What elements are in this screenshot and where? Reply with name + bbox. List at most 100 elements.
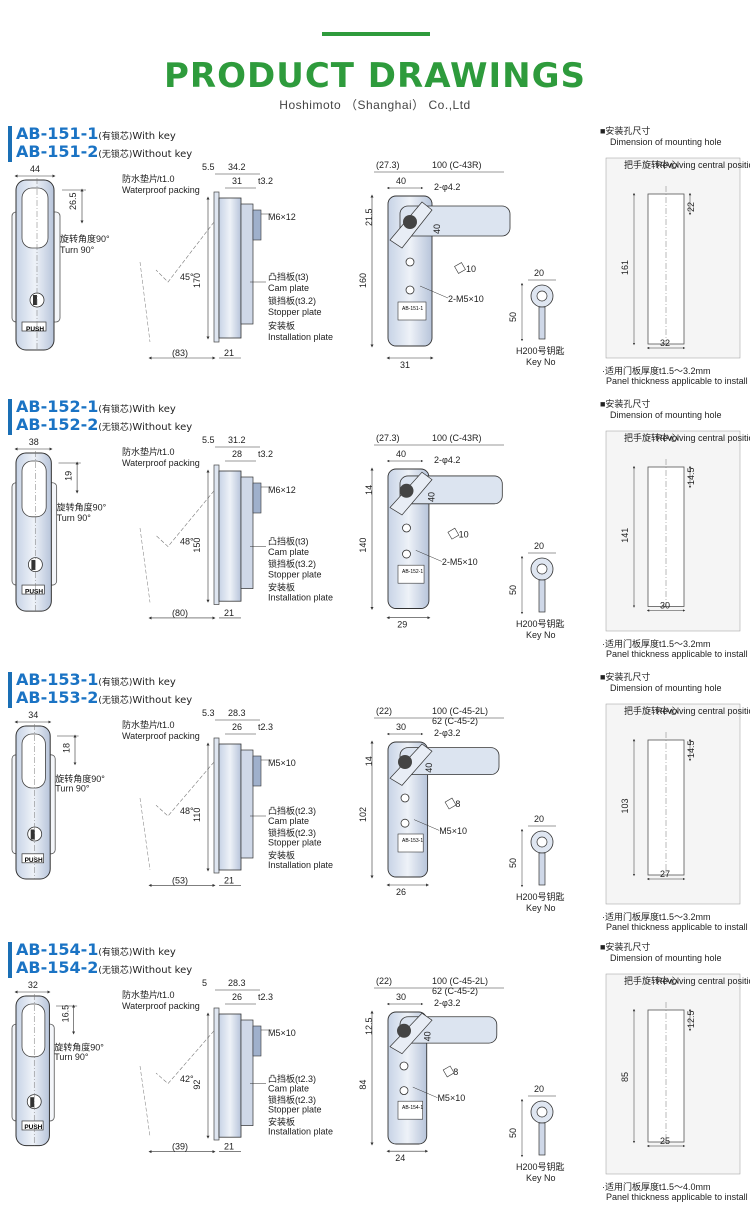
turn-zh: 旋转角度90° [55,773,105,784]
back-square: 10 [459,529,469,539]
back-plate-text: AB-154-1 [402,1105,423,1111]
mh-title-en: Dimension of mounting hole [610,683,722,693]
stopper-en: Stopper plate [268,569,322,579]
stopper-zh: 锁挡板(t3.2) [268,558,316,569]
back-plate-text: AB-153-1 [402,838,423,844]
mh-note-en: Panel thickness applicable to install [606,922,748,932]
mh-title-zh: ■安装孔尺寸 [600,941,650,952]
side-dim-b: 28.3 [228,978,246,988]
model-with-key: AB-152-1(有锁芯)With key [16,397,176,416]
model-without-key: AB-153-2(无锁芯)Without key [16,688,192,707]
front-width-label: 34 [28,710,38,720]
model-number: AB-152-2 [16,415,99,434]
back-height: 102 [358,807,368,822]
mh-center-zh: 把手旋转中心 [624,975,678,986]
side-left-dim: (39) [172,1142,188,1152]
mh-note-zh: ·适用门板厚度t1.5～4.0mm [602,1181,711,1192]
mh-top: 14.5 [686,740,696,758]
push-label: PUSH [26,326,44,333]
turn-zh: 旋转角度90° [60,233,110,244]
back-dim-215: 21.5 [364,208,374,226]
waterproof-zh: 防水垫片 [122,989,158,1000]
front-width-label: 32 [28,980,38,990]
swing-angle: 48° [180,537,194,547]
model-zh-note: (有锁芯) [98,132,133,142]
cam-en: Cam plate [268,816,309,826]
mh-center-zh: 把手旋转中心 [624,432,678,443]
mh-note-zh: ·适用门板厚度t1.5～3.2mm [602,365,711,376]
stopper-zh: 锁挡板(t3.2) [268,295,316,306]
section-accent-bar [8,399,12,435]
mh-title-zh: ■安装孔尺寸 [600,671,650,682]
back-hole: 2-φ4.2 [434,182,460,192]
cam-en: Cam plate [268,547,309,557]
side-dim-c-value: 28 [232,449,242,459]
section-accent-bar [8,942,12,978]
model-en-note: With key [132,131,176,142]
push-label: PUSH [25,589,43,596]
side-view: 5.3 28.3 26 t2.3 防水垫片 /t1.0 Waterproof p… [122,708,333,887]
back-top2: 100 (C-43R) [432,433,482,443]
mh-top: 14.5 [686,467,696,485]
model-zh-note: (有锁芯) [98,678,133,688]
mh-title-en: Dimension of mounting hole [610,137,722,147]
back-bottom: 24 [395,1153,405,1163]
back-dim-40v: 40 [422,1031,432,1041]
back-top2: 100 (C-45-2L) [432,706,488,716]
mounting-hole: ■安装孔尺寸 Dimension of mounting hole 把手旋转中心… [600,671,750,932]
mounting-hole: ■安装孔尺寸 Dimension of mounting hole 把手旋转中心… [600,125,750,386]
side-dim-c-value: 26 [232,722,242,732]
mh-height: 141 [620,528,630,543]
side-height: 92 [192,1080,202,1090]
key-en: Key No [526,903,556,913]
back-top2: 100 (C-43R) [432,160,482,170]
key-length: 50 [508,585,518,595]
model-with-key: AB-153-1(有锁芯)With key [16,670,176,689]
screw-label: M6×12 [268,212,296,222]
side-dim-t: t3.2 [258,176,273,186]
key-drawing: 20 50 H200号钥匙 Key No [508,268,565,367]
mh-center-en: Revolving central position of handle [656,160,750,170]
key-zh: H200号钥匙 [516,618,565,629]
back-view: (27.3) 100 (C-43R) 40 2-φ4.2 [358,160,511,370]
back-view: (22) 100 (C-45-2L) 62 (C-45-2) 30 2-φ3.2 [358,976,504,1163]
front-view: 44 PUSH 26.5 旋转角度90° Turn 90° [11,164,110,351]
side-bottom-dim: 21 [224,1142,234,1152]
page-title: PRODUCT DRAWINGS [163,56,586,96]
side-dim-a: 5.5 [202,162,215,172]
stopper-en: Stopper plate [268,307,322,317]
key-length: 50 [508,1128,518,1138]
install-en: Installation plate [268,1127,333,1137]
back-screw: M5×10 [437,1093,465,1103]
back-width40: 40 [396,176,406,186]
side-dim-b: 31.2 [228,435,246,445]
front-view: 34 PUSH 18 旋转角度90° Turn 90° [11,710,105,880]
model-number: AB-154-1 [16,940,99,959]
mh-top: 22 [686,202,696,212]
key-length: 50 [508,312,518,322]
back-bottom: 31 [400,360,410,370]
back-top1: (27.3) [376,160,400,170]
front-width-label: 44 [30,164,40,174]
turn-en: Turn 90° [57,513,92,523]
product-section-3: AB-153-1(有锁芯)With key AB-153-2(无锁芯)Witho… [0,668,750,938]
model-en-note: Without key [132,422,193,433]
back-width40: 30 [396,992,406,1002]
cam-en: Cam plate [268,283,309,293]
key-width: 20 [534,1084,544,1094]
technical-drawing: 32 PUSH 16.5 旋转角度90° Turn 90° [11,941,750,1202]
back-hole: 2-φ3.2 [434,998,460,1008]
side-height: 170 [192,273,202,288]
mounting-hole: ■安装孔尺寸 Dimension of mounting hole 把手旋转中心… [600,941,750,1202]
back-dim-215: 12.5 [364,1018,374,1036]
screw-label: M5×10 [268,758,296,768]
mh-center-en: Revolving central position of handle [656,976,750,986]
back-view: (22) 100 (C-45-2L) 62 (C-45-2) 30 2-φ3.2 [358,706,504,897]
back-hole: 2-φ4.2 [434,455,460,465]
install-zh: 安装板 [268,581,295,592]
back-screw: M5×10 [439,826,467,836]
back-height: 140 [358,538,368,553]
side-view: 5 28.3 26 t2.3 防水垫片 /t1.0 Waterproof pac… [122,978,333,1154]
key-width: 20 [534,814,544,824]
front-top-label: 16.5 [60,1005,70,1023]
